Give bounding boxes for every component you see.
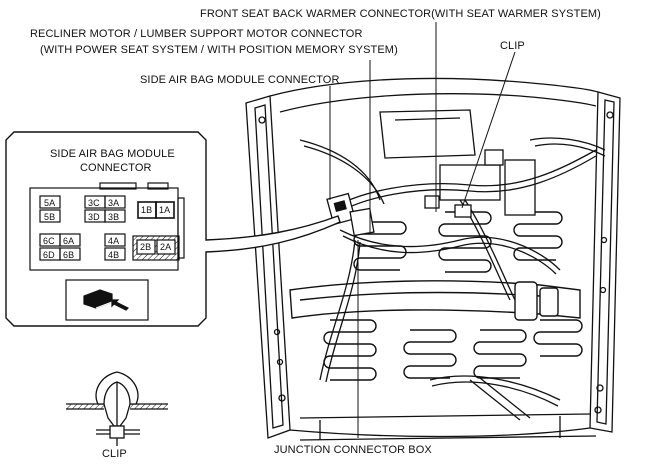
seat-frame [245,77,621,441]
clip-detail [66,371,168,446]
pin-6B: 6B [63,250,75,260]
pin-2B: 2B [140,242,152,252]
pin-2A: 2A [160,242,172,252]
pin-1A: 1A [159,205,171,215]
wire-harness [299,137,606,421]
side-air-bag-module-connector-label: SIDE AIR BAG MODULE CONNECTOR [140,74,340,86]
inset-title-line2: CONNECTOR [80,162,152,174]
pin-5B: 5B [44,212,56,222]
front-seat-back-warmer-label: FRONT SEAT BACK WARMER CONNECTOR(WITH SE… [200,8,601,20]
recliner-motor-label: RECLINER MOTOR / LUMBER SUPPORT MOTOR CO… [30,28,363,40]
pin-6D: 6D [43,250,55,260]
pin-4B: 4B [108,250,120,260]
pin-6A: 6A [63,236,75,246]
pin-3D: 3D [88,212,100,222]
recliner-motor-condition-label: (WITH POWER SEAT SYSTEM / WITH POSITION … [40,44,398,56]
pin-4A: 4A [108,236,120,246]
pin-3A: 3A [108,198,120,208]
inset-title-line1: SIDE AIR BAG MODULE [50,148,175,160]
upper-module [379,109,536,216]
lumbar-support-bar [289,280,581,321]
seat-springs [323,211,583,381]
connector-plug-icon [65,279,149,321]
pin-1B: 1B [141,205,153,215]
pin-6C: 6C [43,236,55,246]
pin-5A: 5A [44,198,56,208]
pin-3C: 3C [88,198,100,208]
clip-top-label: CLIP [500,40,525,52]
pin-3B: 3B [108,212,120,222]
connector-face [29,182,185,271]
junction-connector-box-label: JUNCTION CONNECTOR BOX [274,444,432,456]
clip-bottom-label: CLIP [102,448,127,460]
leader-lines [329,22,516,438]
